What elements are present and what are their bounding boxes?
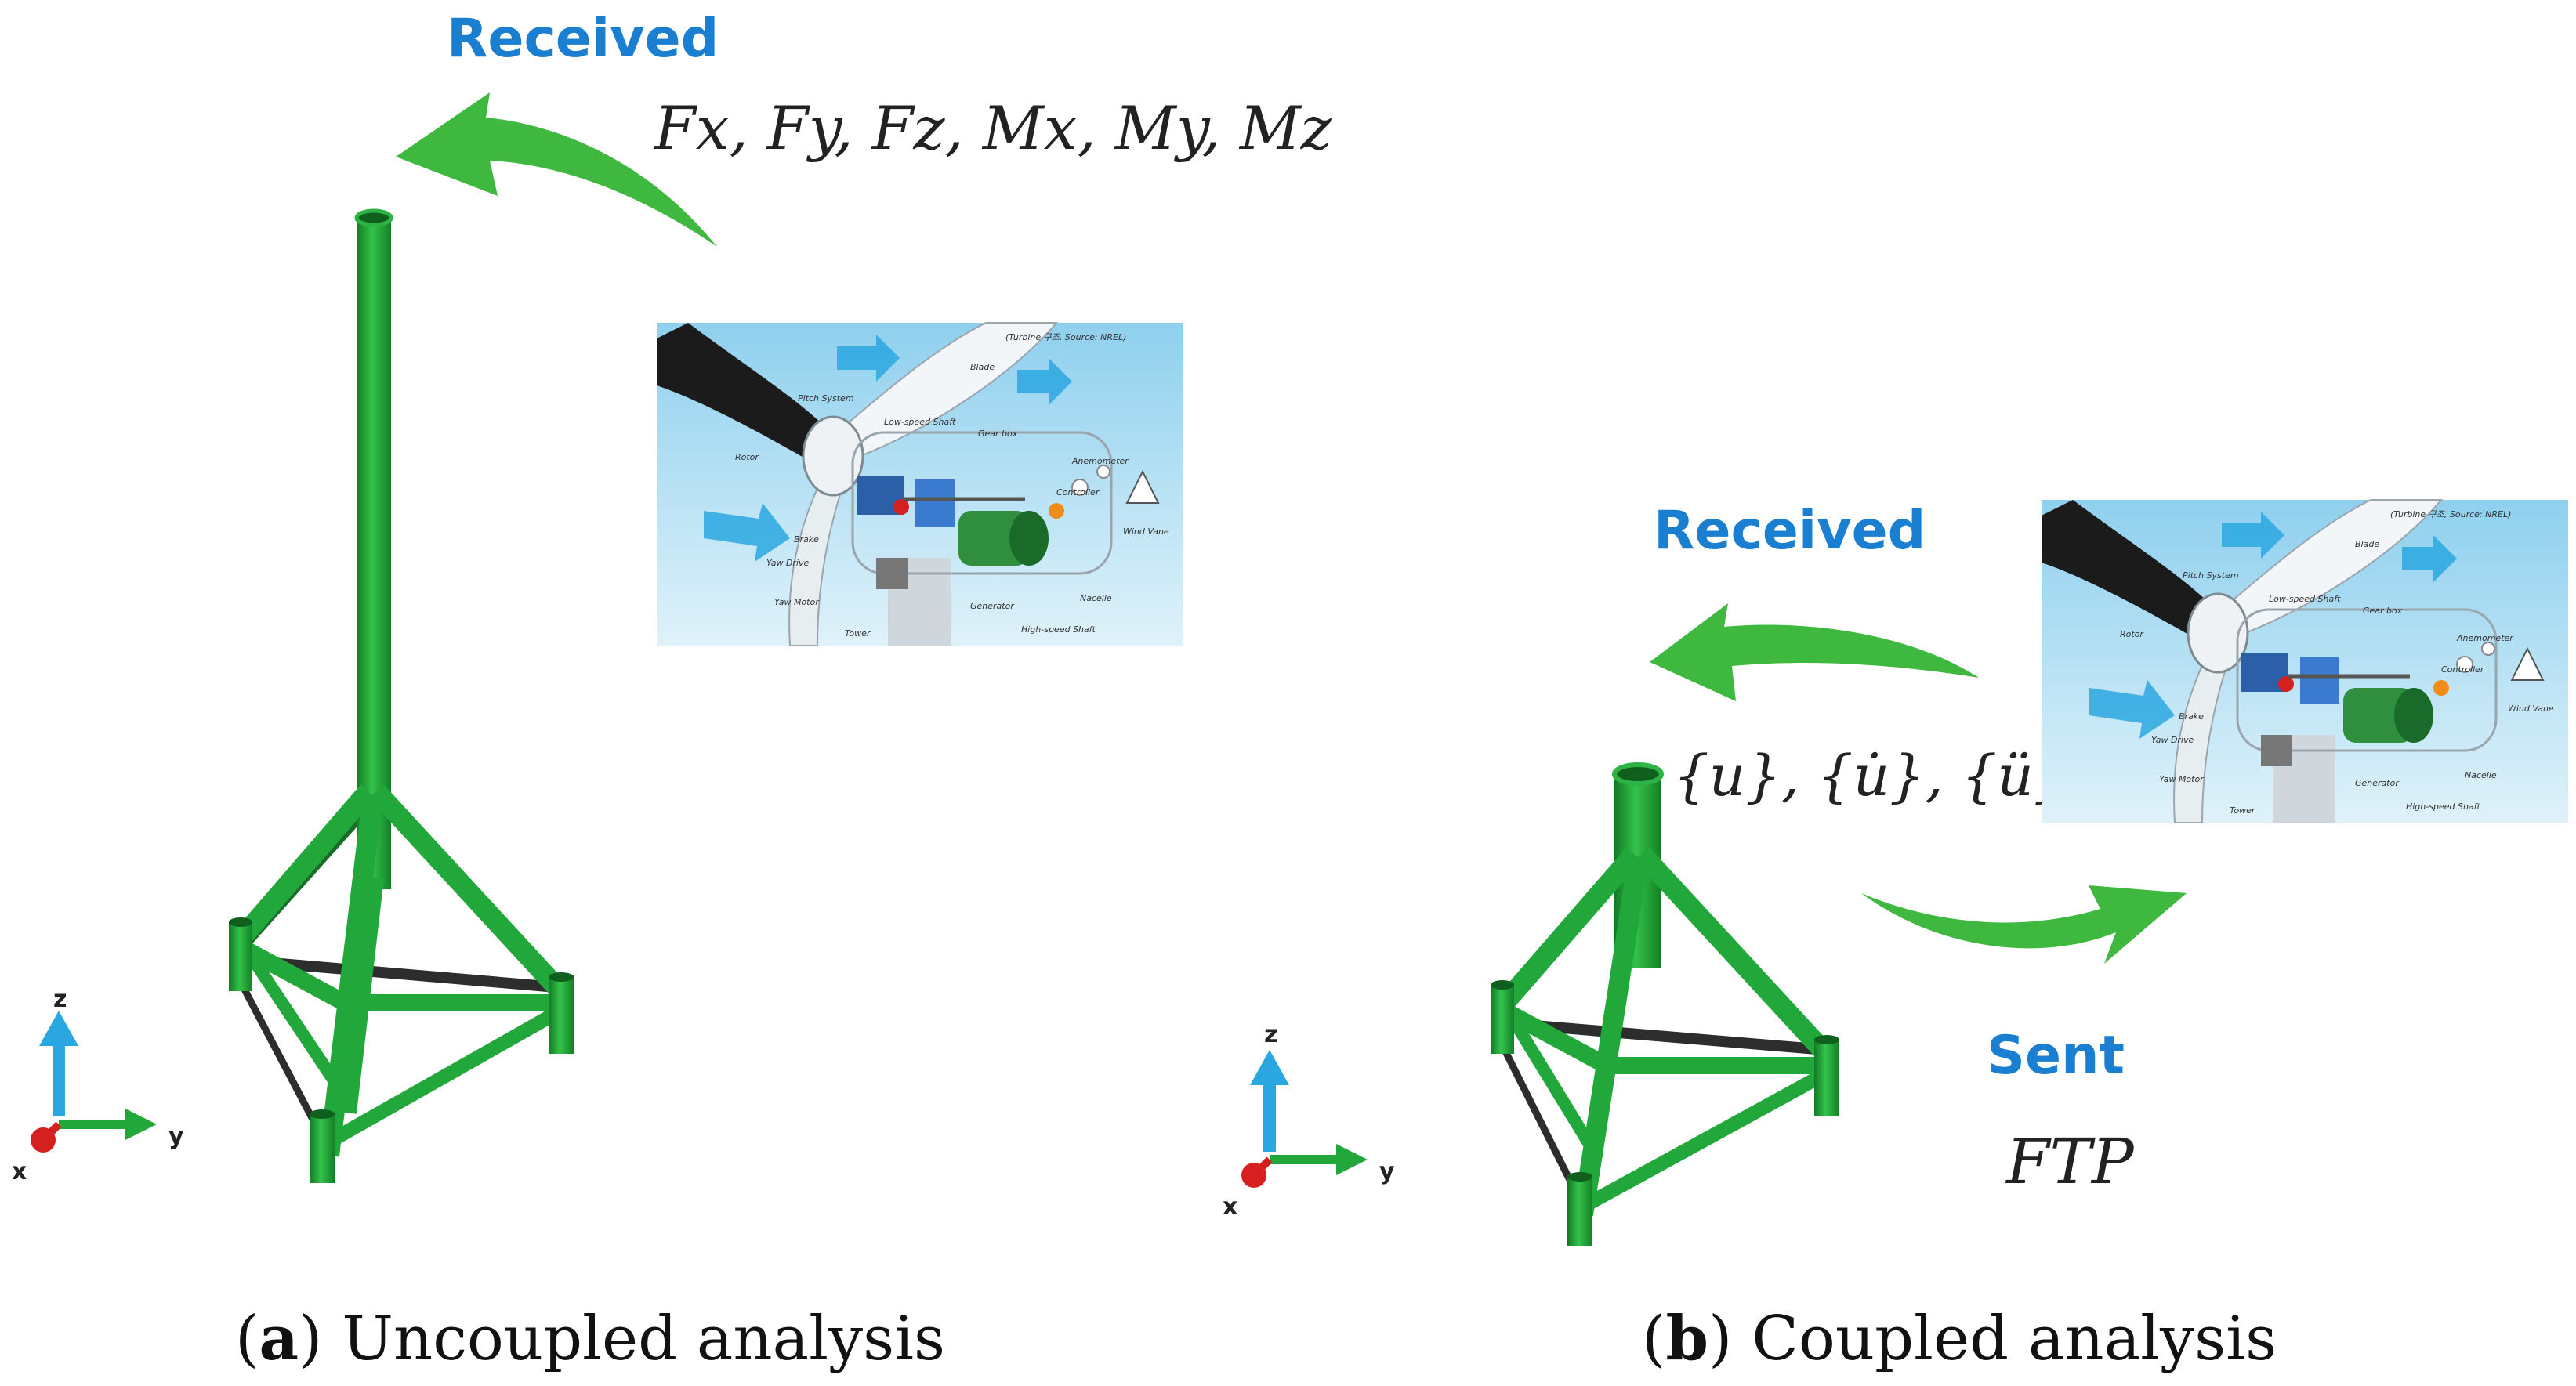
- axis-label-z-b: z: [1264, 1021, 1277, 1048]
- turbine-label-lowshaft-b: Low-speed Shaft: [2269, 594, 2341, 604]
- turbine-label-rotor-a: Rotor: [735, 452, 759, 462]
- received-arrow-b: [1650, 603, 1979, 701]
- jacket-structure-a: [229, 208, 574, 1183]
- received-label-a: Received: [447, 8, 719, 70]
- turbine-label-tower-b: Tower: [2230, 805, 2256, 816]
- turbine-label-highshaft-b: High-speed Shaft: [2406, 802, 2481, 812]
- turbine-label-gearbox-a: Gear box: [978, 429, 1018, 439]
- turbine-label-gearbox-b: Gear box: [2363, 606, 2403, 616]
- panel-b: Received {u}, {u̇}, {ü} Sent FTP: [1223, 499, 2568, 1374]
- turbine-label-vane-b: Wind Vane: [2508, 704, 2554, 714]
- turbine-label-yawmotor-b: Yaw Motor: [2159, 774, 2205, 784]
- turbine-label-yawdrive-a: Yaw Drive: [766, 558, 810, 568]
- sent-label-b: Sent: [1987, 1025, 2125, 1087]
- caption-text-b: Coupled analysis: [1732, 1304, 2277, 1374]
- axis-label-z-a: z: [53, 986, 67, 1013]
- turbine-label-lowshaft-a: Low-speed Shaft: [884, 417, 956, 427]
- received-arrow-a: [396, 92, 717, 247]
- caption-b: (b) Coupled analysis: [1642, 1303, 2277, 1374]
- turbine-label-controller-a: Controller: [1056, 487, 1100, 498]
- turbine-source-b: (Turbine 구조, Source: NREL): [2390, 509, 2511, 519]
- turbine-label-pitch-a: Pitch System: [798, 393, 854, 403]
- caption-letter-a: a: [259, 1303, 299, 1374]
- turbine-label-blade-b: Blade: [2355, 539, 2379, 549]
- displacement-text-b: {u}, {u̇}, {ü}: [1673, 743, 2070, 809]
- turbine-label-controller-b: Controller: [2441, 664, 2485, 675]
- received-label-b: Received: [1654, 500, 1926, 562]
- turbine-label-rotor-b: Rotor: [2120, 629, 2144, 639]
- turbine-image-b: (Turbine 구조, Source: NREL) Pitch System …: [2042, 499, 2568, 823]
- turbine-image-a: (Turbine 구조, Source: NREL) Pitch System …: [657, 322, 1183, 646]
- axis-label-x-b: x: [1223, 1193, 1237, 1221]
- axis-triad-b: z y x: [1223, 1021, 1395, 1221]
- axis-label-y-b: y: [1379, 1158, 1395, 1185]
- turbine-label-blade-a: Blade: [970, 362, 995, 372]
- turbine-label-highshaft-a: High-speed Shaft: [1021, 624, 1096, 635]
- force-text-b: FTP: [2005, 1125, 2135, 1198]
- turbine-label-nacelle-a: Nacelle: [1080, 593, 1112, 603]
- turbine-label-nacelle-b: Nacelle: [2465, 770, 2497, 780]
- axis-label-y-a: y: [168, 1123, 184, 1150]
- jacket-structure-b: [1491, 762, 1839, 1246]
- turbine-label-generator-a: Generator: [970, 601, 1015, 611]
- turbine-label-yawdrive-b: Yaw Drive: [2151, 735, 2194, 745]
- caption-a: (a) Uncoupled analysis: [235, 1303, 945, 1374]
- turbine-label-generator-b: Generator: [2355, 778, 2400, 788]
- panel-a: Received Fx, Fy, Fz, Mx, My, Mz: [12, 8, 1333, 1374]
- turbine-label-brake-b: Brake: [2179, 711, 2204, 722]
- forces-text-a: Fx, Fy, Fz, Mx, My, Mz: [653, 93, 1333, 163]
- caption-letter-b: b: [1665, 1303, 1708, 1374]
- sent-arrow-b: [1861, 885, 2187, 964]
- turbine-label-tower-a: Tower: [845, 628, 871, 639]
- turbine-label-anemometer-b: Anemometer: [2456, 633, 2514, 643]
- turbine-label-brake-a: Brake: [794, 534, 819, 545]
- turbine-label-vane-a: Wind Vane: [1123, 527, 1169, 537]
- turbine-label-yawmotor-a: Yaw Motor: [774, 597, 820, 607]
- turbine-label-anemometer-a: Anemometer: [1071, 456, 1129, 466]
- turbine-source-a: (Turbine 구조, Source: NREL): [1005, 332, 1126, 342]
- axis-triad-a: z y x: [12, 986, 184, 1185]
- caption-text-a: Uncoupled analysis: [322, 1304, 945, 1374]
- turbine-label-pitch-b: Pitch System: [2183, 570, 2239, 581]
- axis-label-x-a: x: [12, 1158, 27, 1185]
